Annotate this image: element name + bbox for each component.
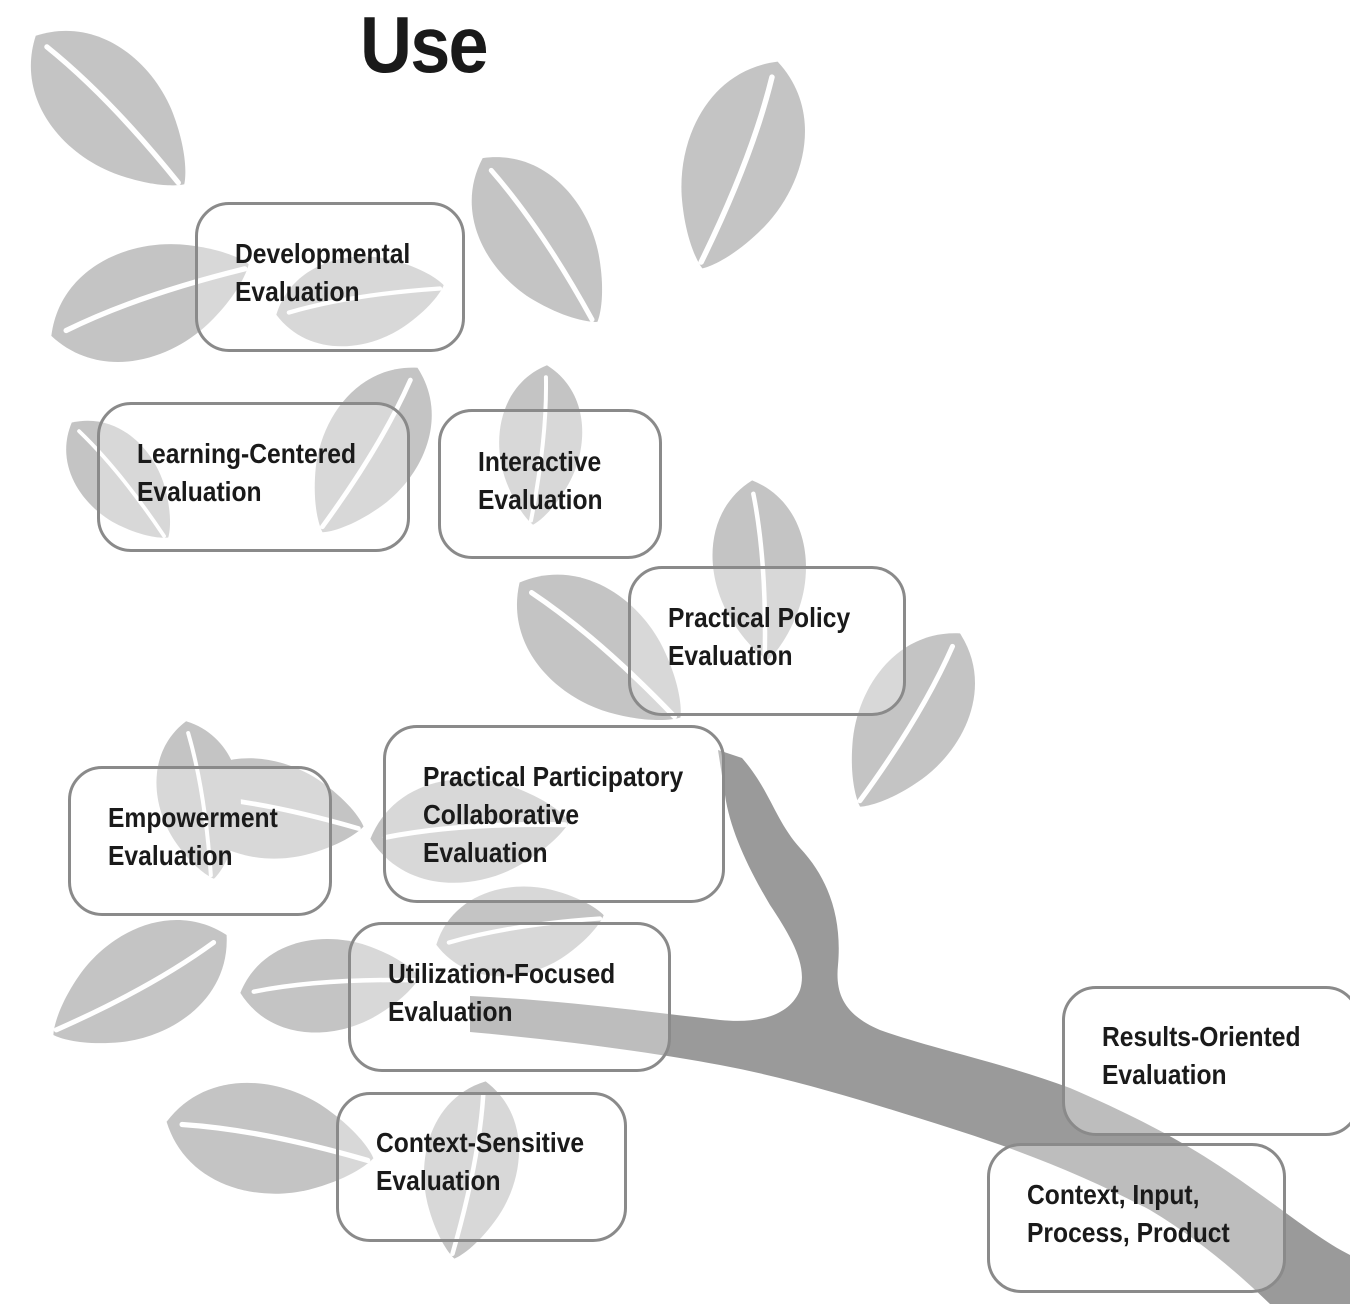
practical-policy-box — [628, 566, 906, 716]
cipp-box — [987, 1143, 1286, 1293]
leaf-2 — [649, 42, 831, 288]
utilization-focused-label-line-2: Evaluation — [388, 996, 513, 1027]
empowerment-label-line-2: Evaluation — [108, 840, 233, 871]
cipp-label-line-2: Process, Product — [1027, 1217, 1230, 1248]
learning-centered-label-line-2: Evaluation — [137, 476, 262, 507]
utilization-focused-box — [348, 922, 671, 1072]
interactive-label-line-1: Interactive — [478, 446, 602, 477]
learning-centered-label-line-1: Learning-Centered — [137, 438, 357, 469]
results-oriented-label-line-1: Results-Oriented — [1102, 1021, 1301, 1052]
practical-participatory-box — [383, 725, 725, 903]
learning-centered-box — [97, 402, 410, 552]
utilization-focused-label-line-1: Utilization-Focused — [388, 958, 616, 989]
results-oriented-label-line-2: Evaluation — [1102, 1059, 1227, 1090]
context-sensitive-label-line-1: Context-Sensitive — [376, 1127, 585, 1158]
empowerment-box — [68, 766, 332, 916]
developmental-label-line-2: Evaluation — [235, 276, 360, 307]
empowerment-label-line-1: Empowerment — [108, 802, 278, 833]
results-oriented-box — [1062, 986, 1350, 1136]
diagram-title: Use — [360, 0, 488, 89]
leaf-1 — [0, 0, 223, 223]
context-sensitive-label-line-2: Evaluation — [376, 1165, 501, 1196]
practical-participatory-label-line-3: Evaluation — [423, 837, 548, 868]
practical-participatory-label-line-2: Collaborative — [423, 799, 580, 830]
interactive-box — [438, 409, 662, 559]
practical-policy-label-line-1: Practical Policy — [668, 602, 851, 633]
practical-policy-label-line-2: Evaluation — [668, 640, 793, 671]
interactive-label-line-2: Evaluation — [478, 484, 603, 515]
tree-branch — [470, 750, 1350, 1304]
developmental-label-line-1: Developmental — [235, 238, 411, 269]
context-sensitive-box — [336, 1092, 627, 1242]
leaf-3 — [440, 128, 639, 351]
cipp-label-line-1: Context, Input, — [1027, 1179, 1200, 1210]
developmental-box — [195, 202, 465, 352]
leaf-15 — [28, 890, 253, 1079]
practical-participatory-label-line-1: Practical Participatory — [423, 761, 684, 792]
